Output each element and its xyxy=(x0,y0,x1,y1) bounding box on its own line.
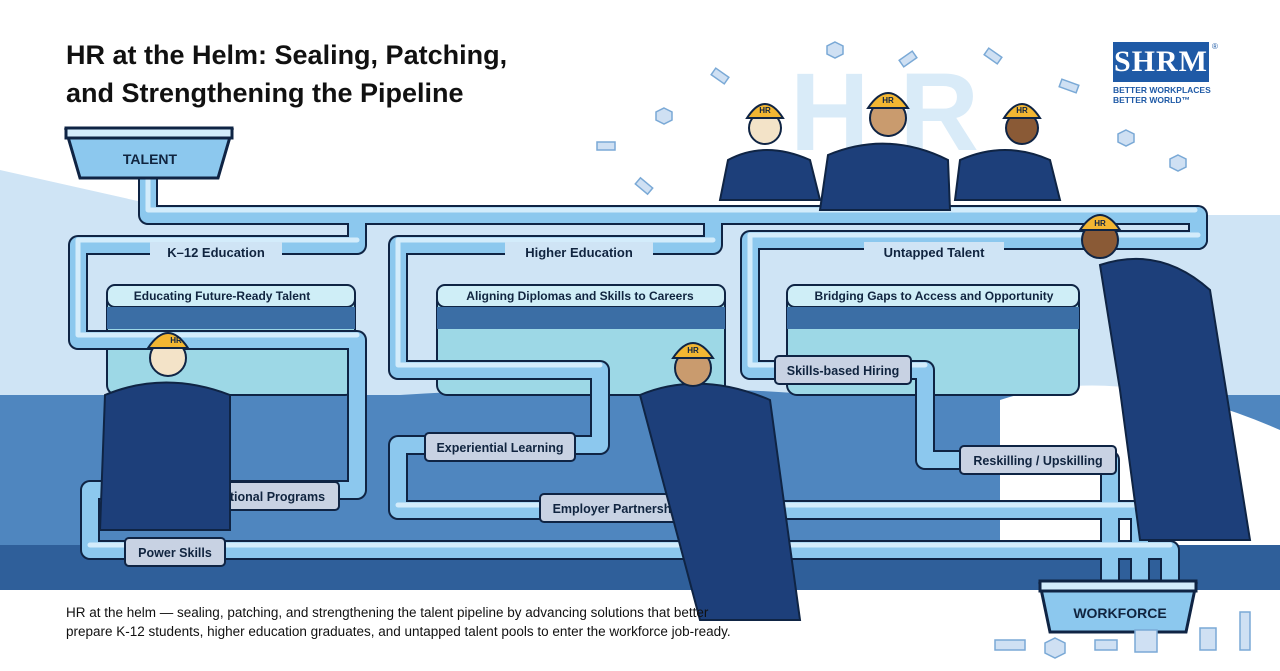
patch-power-skills: Power Skills xyxy=(124,537,226,567)
section-subheading-untapped: Bridging Gaps to Access and Opportunity xyxy=(815,289,1054,303)
title-line-1: HR at the Helm: Sealing, Patching, xyxy=(66,40,508,70)
worker-untapped: HR xyxy=(1078,214,1252,541)
section-subheading-higher-ed: Aligning Diplomas and Skills to Careers xyxy=(466,289,694,303)
workers-top-group: HR HR HR xyxy=(718,92,1062,211)
helmet-label: HR xyxy=(882,96,894,105)
helmet-label: HR xyxy=(170,336,182,345)
helmet-label: HR xyxy=(687,346,699,355)
patch-label-employer: Employer Partnerships xyxy=(553,502,690,516)
logo-tagline-2: BETTER WORLD™ xyxy=(1113,95,1190,105)
section-heading-untapped: Untapped Talent xyxy=(884,245,986,260)
patch-label-reskilling: Reskilling / Upskilling xyxy=(973,454,1102,468)
worker-k12: HR xyxy=(98,332,231,531)
section-subheading-k12: Educating Future-Ready Talent xyxy=(134,289,310,303)
patch-experiential-learning: Experiential Learning xyxy=(424,432,576,462)
patch-label-experiential: Experiential Learning xyxy=(436,441,563,455)
worker-higher-ed: HR xyxy=(638,342,802,621)
logo-tagline-1: BETTER WORKPLACES xyxy=(1113,85,1211,95)
page-title: HR at the Helm: Sealing, Patching, and S… xyxy=(66,36,626,112)
logo-registered-mark: ® xyxy=(1212,42,1218,51)
bolts-decoration xyxy=(596,41,1251,659)
caption-line-2: prepare K-12 students, higher education … xyxy=(66,624,731,639)
helmet-label: HR xyxy=(1016,106,1028,115)
talent-label: TALENT xyxy=(123,151,178,167)
patch-label-power-skills: Power Skills xyxy=(138,546,212,560)
logo-wordmark: SHRM xyxy=(1113,42,1209,82)
patch-skills-based-hiring: Skills-based Hiring xyxy=(774,355,912,385)
caption-line-1: HR at the helm — sealing, patching, and … xyxy=(66,605,709,620)
helmet-label: HR xyxy=(1094,219,1106,228)
patch-reskilling-upskilling: Reskilling / Upskilling xyxy=(959,445,1117,475)
section-heading-k12: K–12 Education xyxy=(167,245,265,260)
workforce-label: WORKFORCE xyxy=(1073,605,1166,621)
patch-label-skills-hiring: Skills-based Hiring xyxy=(787,364,900,378)
shrm-logo: SHRM ® BETTER WORKPLACES BETTER WORLD™ xyxy=(1113,42,1223,105)
caption: HR at the helm — sealing, patching, and … xyxy=(66,603,966,641)
talent-funnel: TALENT xyxy=(64,126,234,180)
section-heading-higher-ed: Higher Education xyxy=(525,245,633,260)
title-line-2: and Strengthening the Pipeline xyxy=(66,78,464,108)
patch-label-vocational: Vocational Programs xyxy=(201,490,325,504)
patch-employer-partnerships: Employer Partnerships xyxy=(539,493,703,523)
workforce-tank: WORKFORCE xyxy=(1038,579,1198,634)
helmet-label: HR xyxy=(759,106,771,115)
